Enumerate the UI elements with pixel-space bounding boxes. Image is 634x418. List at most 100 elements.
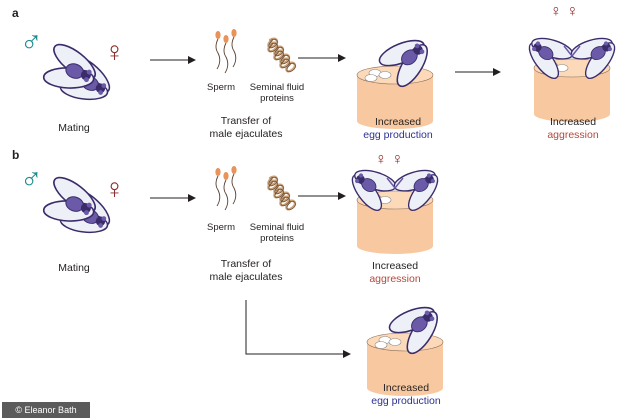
fly-eye bbox=[98, 90, 103, 95]
food-cylinder-base bbox=[367, 380, 443, 396]
male-symbol-a: ♂ bbox=[20, 26, 43, 59]
food-cylinder-base bbox=[357, 238, 433, 254]
arrow-transfer-to-egg-b bbox=[245, 300, 351, 358]
mating-flies-b bbox=[42, 176, 111, 234]
fly-eye bbox=[531, 46, 537, 52]
egg-production-scene-a bbox=[356, 39, 434, 129]
fly-icon bbox=[388, 306, 438, 355]
sperm-tail bbox=[223, 179, 229, 211]
sperm-cell bbox=[215, 168, 221, 207]
fly-icon bbox=[528, 37, 574, 80]
seminal-label-b: Seminal fluid proteins bbox=[248, 222, 306, 244]
mating-label-a: Mating bbox=[58, 122, 90, 134]
sperm-head bbox=[231, 166, 237, 174]
transfer-label-b: Transfer of male ejaculates bbox=[200, 258, 292, 284]
fly-eye bbox=[603, 41, 609, 46]
fly-eye bbox=[429, 316, 435, 322]
fly-eye bbox=[86, 69, 92, 75]
panel-label-b: b bbox=[12, 148, 20, 162]
sperm-head bbox=[231, 29, 237, 37]
female-symbol-b: ♀ bbox=[104, 173, 125, 204]
fly-icon bbox=[393, 169, 439, 212]
egg-label-a-line1: Increased bbox=[374, 116, 422, 128]
protein-outline bbox=[268, 38, 296, 73]
aggression-label-a: Increased aggression bbox=[538, 116, 608, 142]
fly-icon bbox=[42, 176, 96, 222]
female-symbol-b-2: ♀ bbox=[375, 151, 387, 168]
aggression-scene-b bbox=[351, 169, 439, 254]
fly-eye bbox=[419, 49, 425, 55]
sperm-label-b: Sperm bbox=[207, 222, 235, 233]
fly-eye bbox=[358, 173, 364, 178]
transfer-label-a: Transfer of male ejaculates bbox=[200, 115, 292, 141]
egg-production-label-a: Increased egg production bbox=[350, 116, 446, 142]
female-symbols-aggression-a: ♀ ♀ bbox=[550, 4, 578, 20]
sperm-cell bbox=[223, 172, 229, 211]
sperm-tail bbox=[215, 175, 221, 207]
egg bbox=[364, 74, 378, 82]
fly-eye bbox=[83, 210, 89, 216]
sperm-tail bbox=[231, 173, 237, 205]
panel-a bbox=[42, 29, 616, 129]
fly-eye bbox=[83, 77, 89, 83]
sperm-tail bbox=[223, 42, 229, 74]
sperm-label-a: Sperm bbox=[207, 82, 235, 93]
sperm-cell bbox=[231, 166, 237, 205]
aggression-label-a-line1: Increased bbox=[549, 116, 597, 128]
fly-eye bbox=[430, 178, 436, 184]
fly-eye bbox=[98, 223, 103, 228]
protein-coil bbox=[267, 175, 297, 211]
fly-legs-fighting bbox=[563, 45, 581, 58]
seminal-protein-icon-b bbox=[267, 175, 297, 211]
fly-eye bbox=[101, 216, 107, 221]
sperm-cell bbox=[223, 35, 229, 74]
egg-production-scene-b bbox=[366, 306, 444, 396]
aggression-label-b: Increased aggression bbox=[360, 260, 430, 286]
fly-eye bbox=[101, 83, 107, 88]
female-symbol-a-2: ♀ bbox=[550, 3, 562, 20]
female-symbol-a-3: ♀ bbox=[566, 3, 579, 20]
mating-label-b: Mating bbox=[58, 262, 90, 274]
panel-b bbox=[42, 166, 444, 396]
mating-flies-a bbox=[42, 43, 111, 101]
fly-eye bbox=[424, 310, 430, 316]
egg bbox=[378, 71, 392, 79]
seminal-label-a: Seminal fluid proteins bbox=[248, 82, 306, 104]
egg-label-a-line2: egg production bbox=[363, 129, 433, 141]
seminal-label-b-line2: proteins bbox=[260, 233, 294, 244]
transfer-label-b-line1: Transfer of bbox=[220, 258, 272, 270]
sperm-tail bbox=[215, 38, 221, 70]
fly-legs-fighting bbox=[386, 177, 404, 190]
aggression-label-a-line2: aggression bbox=[547, 129, 599, 141]
fly-eye bbox=[535, 41, 541, 46]
sperm-cell bbox=[231, 29, 237, 68]
transfer-label-b-line2: male ejaculates bbox=[209, 271, 283, 283]
sperm-head bbox=[223, 172, 229, 180]
seminal-protein-icon-a bbox=[267, 37, 297, 73]
female-symbol-a: ♀ bbox=[104, 36, 125, 67]
fly-eye bbox=[414, 43, 420, 49]
aggression-label-b-line2: aggression bbox=[369, 273, 421, 285]
sperm-head bbox=[223, 35, 229, 43]
sperm-icon-a bbox=[215, 29, 237, 74]
sperm-cell bbox=[215, 31, 221, 70]
egg-label-b-line2: egg production bbox=[371, 395, 441, 407]
food-cylinder-base bbox=[357, 113, 433, 129]
fly-icon bbox=[42, 43, 96, 89]
transfer-label-a-line2: male ejaculates bbox=[209, 128, 283, 140]
egg bbox=[388, 338, 402, 346]
fly-eye bbox=[426, 173, 432, 178]
protein-outline bbox=[268, 176, 296, 211]
sperm-head bbox=[215, 31, 221, 39]
aggression-label-b-line1: Increased bbox=[371, 260, 419, 272]
egg bbox=[374, 341, 388, 349]
sperm-icon-b bbox=[215, 166, 237, 211]
egg-label-b-line1: Increased bbox=[382, 382, 430, 394]
food-cylinder-base bbox=[534, 106, 610, 122]
female-symbols-aggression-b: ♀ ♀ bbox=[375, 152, 403, 168]
sperm-head bbox=[215, 168, 221, 176]
protein-coil bbox=[267, 37, 297, 73]
photo-credit: © Eleanor Bath bbox=[2, 402, 90, 418]
